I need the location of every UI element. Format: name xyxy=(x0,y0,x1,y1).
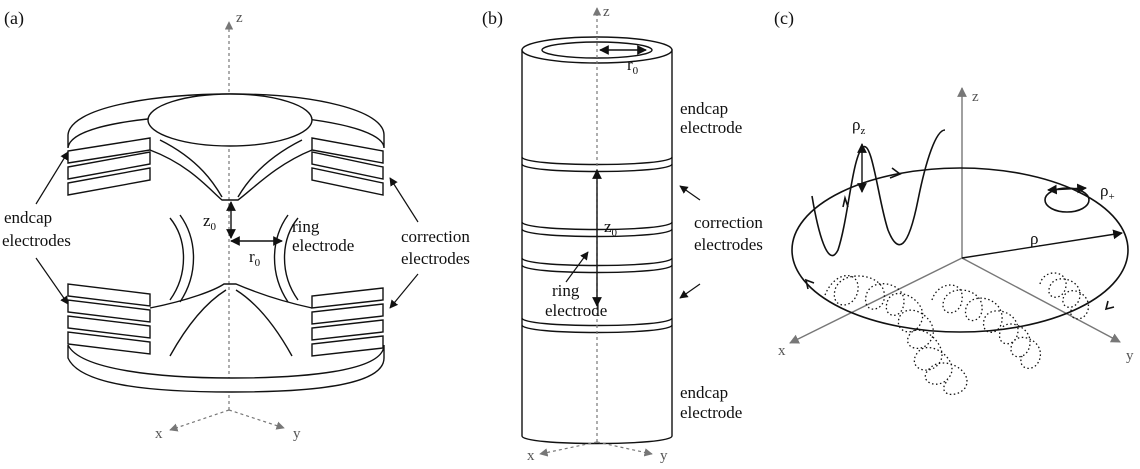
panel-a-endcap-arrow-top xyxy=(35,151,69,205)
panel-a-correction-label-2: electrodes xyxy=(401,249,470,268)
panel-b-y-axis xyxy=(596,441,653,457)
panel-c-magnetron-orbit xyxy=(791,167,1129,333)
panel-c-rho-minus-label: ρ- xyxy=(1030,229,1042,251)
panel-a-z0-label: z0 xyxy=(203,211,217,233)
panel-c-wave-arrow xyxy=(842,195,849,208)
panel-a-x-axis xyxy=(169,409,230,432)
panel-a-x-label: x xyxy=(155,426,163,442)
panel-b-endcap-bottom-1: endcap xyxy=(680,383,728,402)
panel-b-correction-1: correction xyxy=(694,213,763,232)
panel-b: (b) z x y r0 z0 endcap xyxy=(482,4,763,464)
panel-b-endcap-bottom-2: electrode xyxy=(680,403,742,422)
panel-c-rho-minus-arrow xyxy=(961,229,1123,259)
panel-a-endcap-arrow-bottom xyxy=(35,257,69,305)
panel-b-ring-2: electrode xyxy=(545,301,607,320)
panel-a-endcap-label-1: endcap xyxy=(4,208,52,227)
panel-c: (c) z x y ρz ρ+ ρ- xyxy=(774,8,1134,396)
panel-c-orbit-arrow-right xyxy=(1104,300,1115,311)
panel-b-z-label: z xyxy=(603,4,610,20)
panel-b-correction-2: electrodes xyxy=(694,235,763,254)
panel-c-trajectory-middle xyxy=(931,284,1041,369)
panel-b-tag: (b) xyxy=(482,8,503,29)
panel-c-y-label: y xyxy=(1126,348,1134,364)
panel-a-r0-label: r0 xyxy=(249,247,261,269)
panel-a-z-label: z xyxy=(236,10,243,26)
panel-a-y-axis xyxy=(228,409,285,430)
panel-c-z-label: z xyxy=(972,89,979,105)
panel-c-rho-plus-arrow xyxy=(1047,183,1087,195)
panel-b-ring-1: ring xyxy=(552,281,580,300)
panel-c-x-axis xyxy=(789,257,963,344)
panel-b-endcap-top-2: electrode xyxy=(680,118,742,137)
panel-c-orbit-arrow-left xyxy=(804,278,815,290)
panel-c-trajectory-right xyxy=(1039,272,1090,320)
panel-b-r0-label: r0 xyxy=(627,55,639,77)
panel-a-lower-stack xyxy=(67,283,385,393)
panel-a-correction-arrow-bottom xyxy=(389,273,419,309)
panel-a-tag: (a) xyxy=(4,8,24,29)
panel-b-z0-label: z0 xyxy=(604,217,618,239)
panel-b-x-label: x xyxy=(527,448,535,464)
panel-b-correction-arrow-bottom xyxy=(679,283,701,299)
panel-a-y-label: y xyxy=(293,426,301,442)
panel-a: (a) z x y xyxy=(2,8,470,442)
panel-a-correction-label-1: correction xyxy=(401,227,470,246)
panel-c-x-label: x xyxy=(778,343,786,359)
panel-b-ring-arrow xyxy=(565,251,589,283)
panel-c-tag: (c) xyxy=(774,8,794,29)
panel-c-orbit-arrow-top xyxy=(889,167,902,179)
panel-b-endcap-top-1: endcap xyxy=(680,99,728,118)
panel-c-trajectory-left xyxy=(824,274,968,396)
panel-a-endcap-label-2: electrodes xyxy=(2,231,71,250)
panel-a-ring-label-2: electrode xyxy=(292,236,354,255)
panel-b-y-label: y xyxy=(660,448,668,464)
panel-a-correction-arrow-top xyxy=(389,177,419,223)
panel-c-rho-plus-label: ρ+ xyxy=(1100,181,1115,203)
panel-a-upper-stack xyxy=(67,93,385,201)
panel-b-x-axis xyxy=(539,441,598,457)
panel-a-ring xyxy=(169,214,299,303)
panel-c-rho-z-label: ρz xyxy=(852,115,865,137)
panel-a-ring-label-1: ring xyxy=(292,217,320,236)
panel-c-cyclotron-loop xyxy=(1044,187,1090,213)
panel-b-correction-arrow-top xyxy=(679,185,701,201)
panel-c-y-axis xyxy=(961,257,1121,343)
panel-c-axial-wave xyxy=(811,129,946,257)
